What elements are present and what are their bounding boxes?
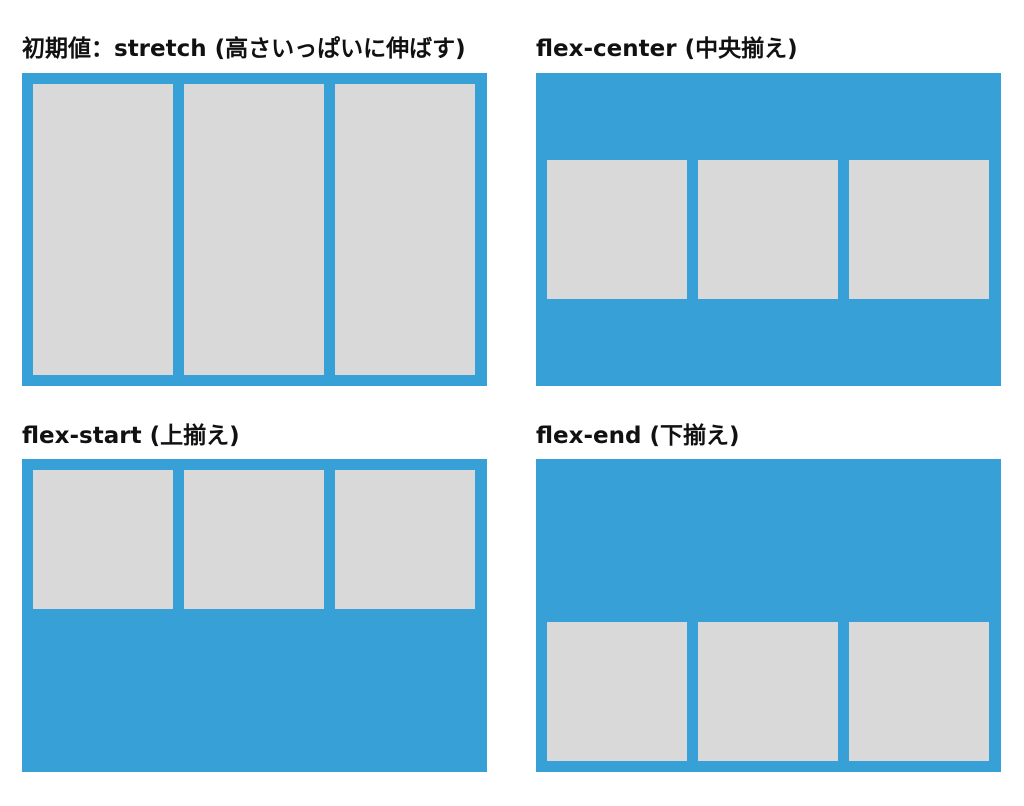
- flex-item-3: [335, 84, 475, 375]
- flex-item-2: [184, 470, 324, 609]
- panel-title-end: flex-end (下揃え): [536, 423, 740, 449]
- flex-item-2: [184, 84, 324, 375]
- panel-title-center: flex-center (中央揃え): [536, 36, 798, 62]
- flex-container-stretch: [22, 73, 487, 386]
- flex-item-3: [335, 470, 475, 609]
- flex-item-2: [698, 622, 838, 761]
- flex-container-end: [536, 459, 1001, 772]
- flex-item-2: [698, 160, 838, 299]
- flex-item-1: [33, 84, 173, 375]
- panel-title-stretch: 初期値：stretch (高さいっぱいに伸ばす): [22, 36, 466, 62]
- flex-item-1: [547, 160, 687, 299]
- flex-item-1: [547, 622, 687, 761]
- flex-item-3: [849, 160, 989, 299]
- flex-container-start: [22, 459, 487, 772]
- flex-item-1: [33, 470, 173, 609]
- flex-item-3: [849, 622, 989, 761]
- flex-container-center: [536, 73, 1001, 386]
- panel-title-start: flex-start (上揃え): [22, 423, 240, 449]
